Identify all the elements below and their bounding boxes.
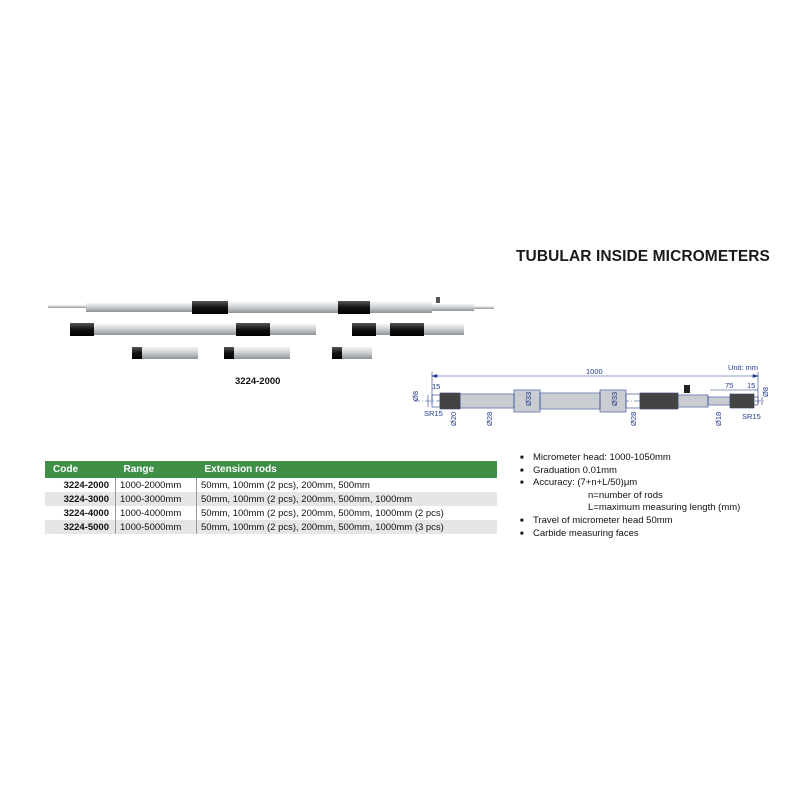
cell-range: 1000-2000mm xyxy=(115,478,197,492)
header-range: Range xyxy=(115,461,197,478)
feature-item: Accuracy: (7+n+L/50)μm xyxy=(520,477,740,490)
page-title: TUBULAR INSIDE MICROMETERS xyxy=(515,248,770,265)
dim-right-sr15: SR15 xyxy=(742,412,761,421)
header-extension-rods: Extension rods xyxy=(196,461,497,478)
feature-subitem: n=number of rods xyxy=(588,489,663,501)
spec-table: Code Range Extension rods 3224-2000 1000… xyxy=(45,461,497,534)
table-row: 3224-2000 1000-2000mm 50mm, 100mm (2 pcs… xyxy=(45,478,497,492)
table-header-row: Code Range Extension rods xyxy=(45,461,497,478)
cell-rods: 50mm, 100mm (2 pcs), 200mm, 500mm, 1000m… xyxy=(196,520,497,534)
dim-right-15: 15 xyxy=(747,381,755,390)
feature-item: Graduation 0.01mm xyxy=(520,465,740,478)
cell-rods: 50mm, 100mm (2 pcs), 200mm, 500mm, 1000m… xyxy=(196,506,497,520)
cell-rods: 50mm, 100mm (2 pcs), 200mm, 500mm, 1000m… xyxy=(196,492,497,506)
dim-dia18: Ø18 xyxy=(714,412,723,426)
dim-left-dia8: Ø8 xyxy=(411,391,420,401)
table-row: 3224-5000 1000-5000mm 50mm, 100mm (2 pcs… xyxy=(45,520,497,534)
dim-dia33-left: Ø33 xyxy=(524,392,533,406)
cell-range: 1000-4000mm xyxy=(115,506,197,520)
feature-subitem: L=maximum measuring length (mm) xyxy=(588,502,741,514)
table-row: 3224-3000 1000-3000mm 50mm, 100mm (2 pcs… xyxy=(45,492,497,506)
extension-rod-100b xyxy=(224,347,290,359)
header-code: Code xyxy=(45,461,116,478)
cell-range: 1000-3000mm xyxy=(115,492,197,506)
cell-range: 1000-5000mm xyxy=(115,520,197,534)
extension-rod-100a xyxy=(132,347,198,359)
cell-code: 3224-3000 xyxy=(45,492,116,506)
dim-left-15: 15 xyxy=(432,382,440,391)
model-caption: 3224-2000 xyxy=(235,376,281,387)
dim-dia28-right: Ø28 xyxy=(629,412,638,426)
dimension-drawing: 1000 15 Ø8 SR15 Ø20 Ø28 Ø33 Ø33 Ø28 75 1… xyxy=(411,367,770,426)
dim-left-sr15: SR15 xyxy=(424,409,443,418)
feature-item: Travel of micrometer head 50mm xyxy=(520,515,740,528)
dim-right-dia8: Ø8 xyxy=(761,387,770,397)
dim-dia33-right: Ø33 xyxy=(610,392,619,406)
unit-label: Unit: mm xyxy=(728,363,758,372)
dim-dia28-left: Ø28 xyxy=(485,412,494,426)
cell-code: 3224-2000 xyxy=(63,479,109,491)
feature-list: Micrometer head: 1000-1050mm Graduation … xyxy=(520,452,740,540)
feature-item: Carbide measuring faces xyxy=(520,528,740,541)
dim-dia20: Ø20 xyxy=(449,412,458,426)
cell-rods: 50mm, 100mm (2 pcs), 200mm, 500mm xyxy=(196,478,497,492)
dim-length: 1000 xyxy=(586,367,603,376)
product-photo xyxy=(48,297,494,359)
cell-code: 3224-5000 xyxy=(45,520,116,534)
extension-rod-200 xyxy=(352,323,464,336)
extension-rod-50 xyxy=(332,347,372,359)
micrometer-head xyxy=(48,297,494,314)
table-row: 3224-4000 1000-4000mm 50mm, 100mm (2 pcs… xyxy=(45,506,497,520)
feature-item: Micrometer head: 1000-1050mm xyxy=(520,452,740,465)
extension-rod-500 xyxy=(70,323,316,336)
cell-code: 3224-4000 xyxy=(63,507,109,519)
dim-75: 75 xyxy=(725,381,733,390)
